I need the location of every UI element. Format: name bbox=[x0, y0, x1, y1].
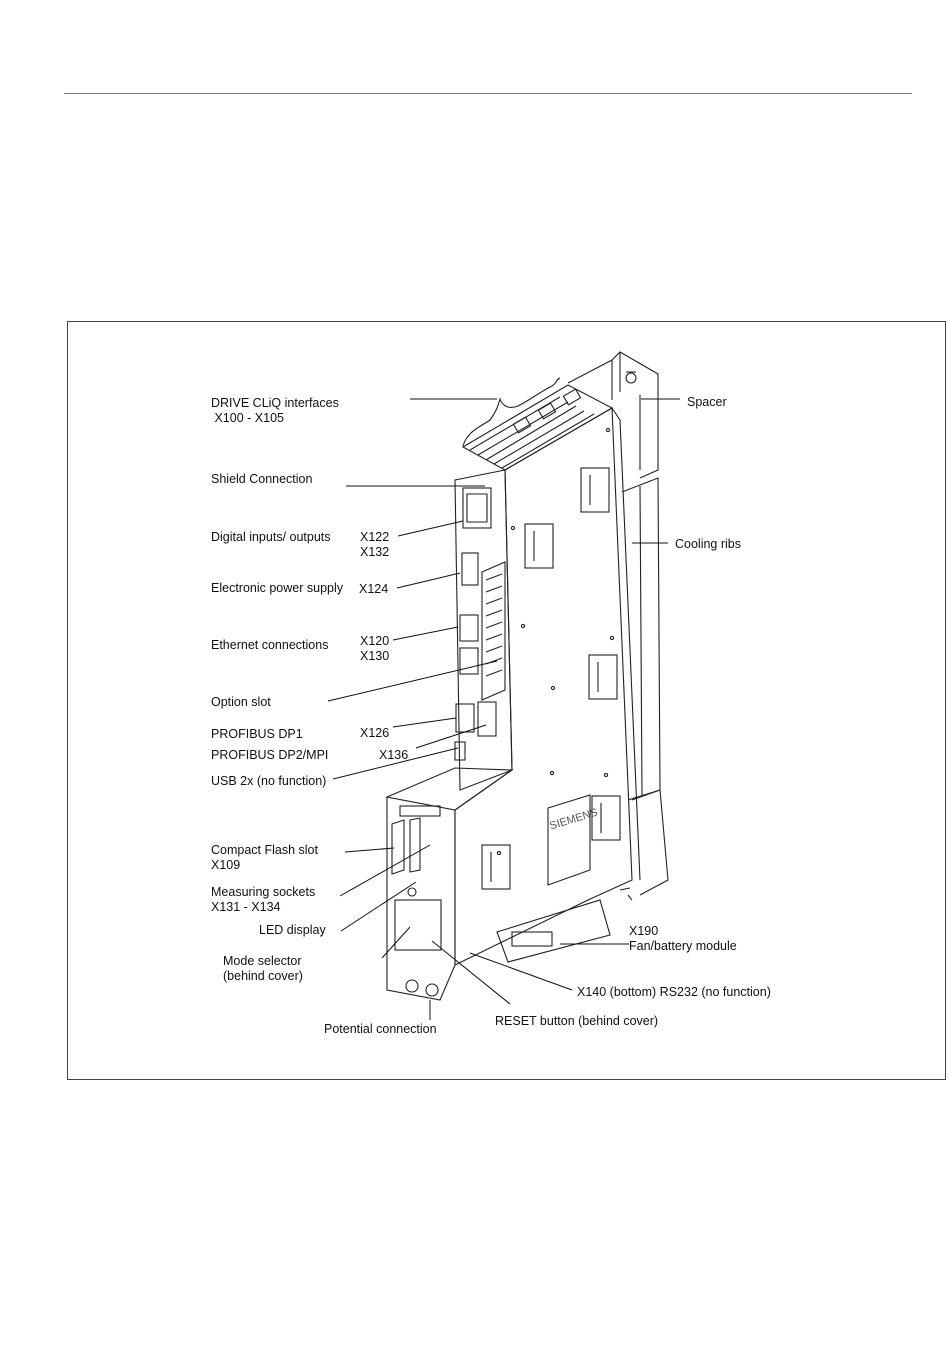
label-compact-flash: Compact Flash slot X109 bbox=[211, 843, 318, 873]
label-mode-selector: Mode selector (behind cover) bbox=[223, 954, 303, 984]
spacer-bracket bbox=[567, 351, 659, 479]
label-mode-selector-line1: Mode selector bbox=[223, 954, 302, 968]
port-x136: X136 bbox=[379, 748, 409, 762]
cooling-ribs bbox=[621, 477, 661, 801]
label-reset-button: RESET button (behind cover) bbox=[495, 1014, 659, 1028]
port-x190: X190 bbox=[629, 924, 659, 938]
label-spacer: Spacer bbox=[687, 395, 727, 409]
rear-bracket bbox=[619, 789, 669, 901]
label-drive-cliq: DRIVE CLiQ interfaces X100 - X105 bbox=[211, 396, 339, 426]
port-x124: X124 bbox=[359, 582, 389, 596]
label-potential-connection: Potential connection bbox=[324, 1022, 437, 1036]
label-measuring-line1: Measuring sockets bbox=[211, 885, 316, 899]
label-led-display: LED display bbox=[259, 923, 326, 937]
label-cooling-ribs: Cooling ribs bbox=[675, 537, 742, 551]
port-x132: X132 bbox=[360, 545, 390, 559]
leader-lines bbox=[327, 398, 680, 1020]
label-shield-connection: Shield Connection bbox=[211, 472, 313, 486]
port-x126: X126 bbox=[360, 726, 390, 740]
label-fan-battery-line2: Fan/battery module bbox=[629, 939, 737, 953]
brand-plate bbox=[547, 794, 591, 886]
label-ethernet-ports: X120 X130 bbox=[360, 634, 389, 664]
label-drive-cliq-line2: X100 - X105 bbox=[211, 411, 284, 425]
port-x130: X130 bbox=[360, 649, 390, 663]
label-profibus-dp1: PROFIBUS DP1 bbox=[211, 727, 303, 741]
label-option-slot: Option slot bbox=[211, 695, 271, 709]
front-face-lower bbox=[385, 767, 514, 1001]
label-rs232: X140 (bottom) RS232 (no function) bbox=[577, 985, 771, 999]
drive-cliq-brace bbox=[462, 377, 561, 447]
label-usb: USB 2x (no function) bbox=[211, 774, 327, 788]
label-fan-battery: X190 Fan/battery module bbox=[629, 924, 737, 954]
label-mode-selector-line2: (behind cover) bbox=[223, 969, 303, 983]
figure-frame bbox=[67, 321, 946, 1080]
header-rule bbox=[64, 93, 912, 94]
label-power-supply: Electronic power supply bbox=[211, 581, 344, 595]
front-face-upper bbox=[454, 469, 513, 791]
label-compact-flash-line2: X109 bbox=[211, 858, 241, 872]
label-measuring-sockets: Measuring sockets X131 - X134 bbox=[211, 885, 315, 915]
drive-cliq-ports bbox=[461, 384, 614, 471]
port-x122: X122 bbox=[360, 530, 390, 544]
label-profibus-dp2: PROFIBUS DP2/MPI bbox=[211, 748, 329, 762]
label-measuring-line2: X131 - X134 bbox=[211, 900, 281, 914]
port-x120: X120 bbox=[360, 634, 390, 648]
label-compact-flash-line1: Compact Flash slot bbox=[211, 843, 318, 857]
label-digital-io-ports: X122 X132 bbox=[360, 530, 389, 560]
label-digital-io: Digital inputs/ outputs bbox=[211, 530, 331, 544]
label-ethernet: Ethernet connections bbox=[211, 638, 329, 652]
label-drive-cliq-line1: DRIVE CLiQ interfaces bbox=[211, 396, 339, 410]
fan-battery-module bbox=[496, 899, 611, 963]
